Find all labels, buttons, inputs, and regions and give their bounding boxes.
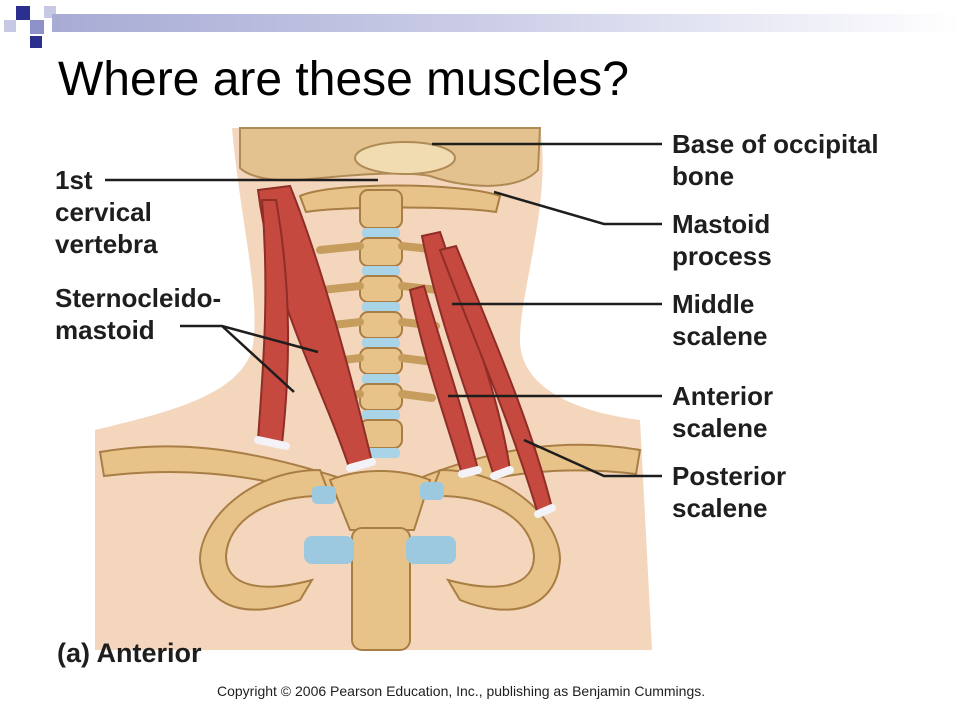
muscles bbox=[254, 184, 556, 518]
label-base-of-occipital-bone: Base of occipital bone bbox=[672, 129, 879, 191]
leader-line-mastoid bbox=[493, 190, 662, 226]
disc bbox=[362, 410, 400, 420]
label-mastoid-process: Mastoid process bbox=[672, 209, 772, 271]
first-rib-left bbox=[198, 468, 332, 611]
vertebra-body bbox=[359, 189, 403, 229]
disc bbox=[362, 338, 400, 348]
leader-lines bbox=[105, 142, 662, 478]
accent-square-mid bbox=[30, 20, 44, 34]
leader-line-posterior-scalene bbox=[523, 438, 662, 478]
vertebra-body bbox=[359, 237, 403, 267]
vertebra-body bbox=[359, 347, 403, 375]
disc bbox=[362, 302, 400, 312]
label-sternocleidomastoid: Sternocleido- mastoid bbox=[55, 283, 222, 345]
cervical-spine bbox=[298, 184, 502, 458]
slide-title: Where are these muscles? bbox=[58, 53, 629, 106]
costal-cartilage bbox=[420, 482, 444, 500]
label-middle-scalene: Middle scalene bbox=[672, 289, 768, 351]
accent-square-dark-2 bbox=[30, 36, 42, 48]
vertebra-body bbox=[359, 275, 403, 303]
disc bbox=[362, 448, 400, 458]
copyright-notice: Copyright © 2006 Pearson Education, Inc.… bbox=[217, 683, 706, 699]
accent-bar bbox=[52, 14, 960, 32]
accent-square-dark bbox=[16, 6, 30, 20]
muscle-tendons bbox=[254, 436, 556, 518]
label-1st-cervical-vertebra: 1st cervical vertebra bbox=[55, 165, 158, 259]
figure-caption: (a) Anterior bbox=[57, 638, 202, 668]
vertebra-body bbox=[359, 311, 403, 339]
disc bbox=[362, 374, 400, 384]
foramen-magnum bbox=[354, 141, 456, 175]
leader-line-sternocleidomastoid bbox=[180, 324, 319, 393]
costal-cartilage bbox=[312, 486, 336, 504]
costal-cartilage bbox=[304, 536, 354, 564]
label-posterior-scalene: Posterior scalene bbox=[672, 461, 787, 523]
disc bbox=[362, 266, 400, 276]
costal-cartilage bbox=[406, 536, 456, 564]
accent-square-light bbox=[4, 20, 16, 32]
slide-header-decoration bbox=[0, 0, 960, 56]
disc bbox=[362, 228, 400, 238]
sternum-body bbox=[351, 527, 411, 651]
vertebra-body bbox=[359, 383, 403, 411]
first-rib-right bbox=[428, 468, 562, 611]
label-anterior-scalene: Anterior scalene bbox=[672, 381, 774, 443]
